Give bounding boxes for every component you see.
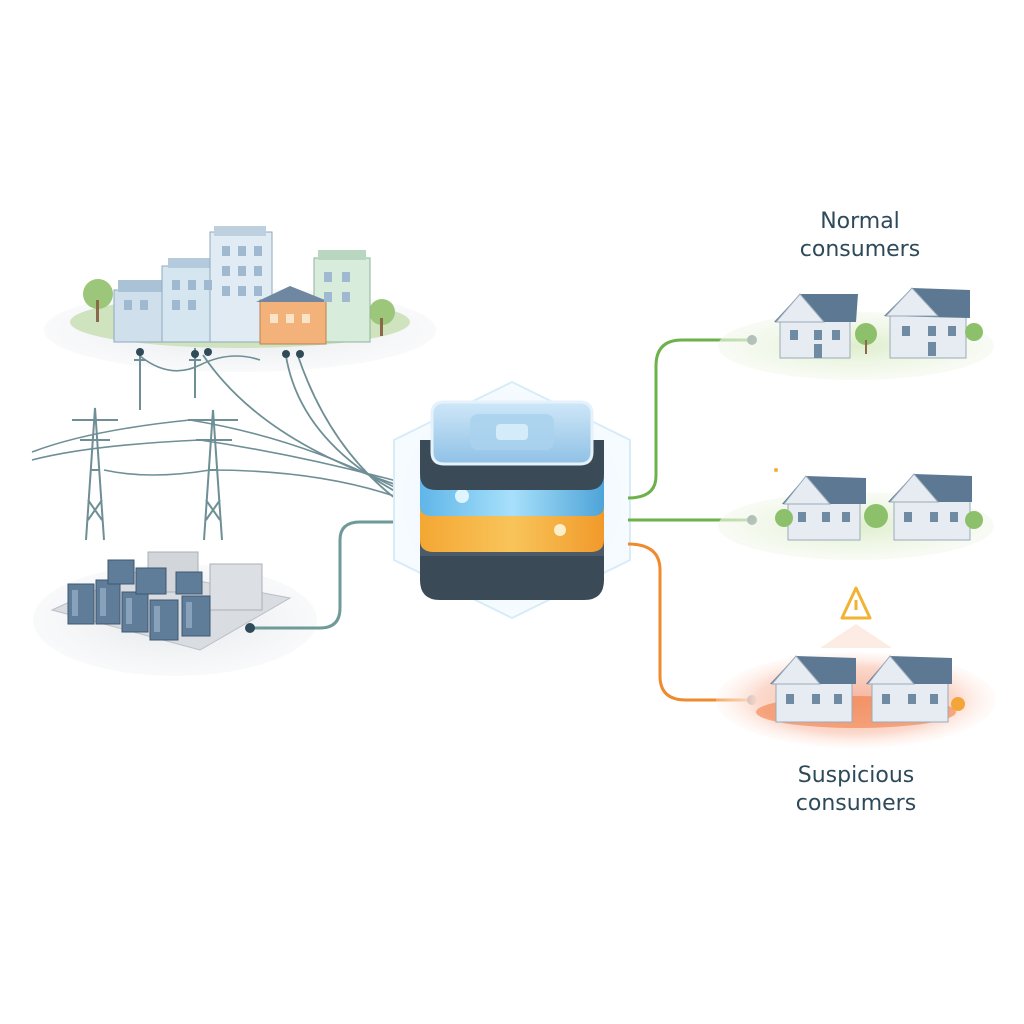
normal-label-line-1: Normal — [820, 209, 900, 234]
link-suspicious — [627, 542, 752, 702]
substation-icon — [33, 551, 317, 676]
city-icon — [44, 226, 436, 372]
house-icon — [774, 293, 858, 359]
normal-consumers-group-1 — [718, 287, 994, 380]
substation-link — [250, 520, 408, 630]
house-icon — [884, 287, 970, 359]
normal-label-line-2: consumers — [799, 237, 921, 262]
link-normal-1 — [627, 338, 752, 500]
house-icon — [782, 475, 866, 541]
normal-consumers-label: Normal consumers — [760, 208, 960, 264]
house-icon — [866, 655, 952, 723]
suspicious-label-line-1: Suspicious — [797, 763, 915, 788]
alert-triangle-icon — [820, 586, 892, 648]
normal-consumers-group-2 — [718, 468, 994, 560]
power-line-tower-icon — [31, 348, 401, 541]
suspicious-consumers-label: Suspicious consumers — [756, 762, 956, 818]
suspicious-consumers-group — [716, 652, 996, 748]
data-hub-icon — [393, 380, 631, 620]
suspicious-label-line-2: consumers — [795, 791, 917, 816]
house-icon — [770, 655, 856, 723]
house-icon — [888, 473, 972, 541]
